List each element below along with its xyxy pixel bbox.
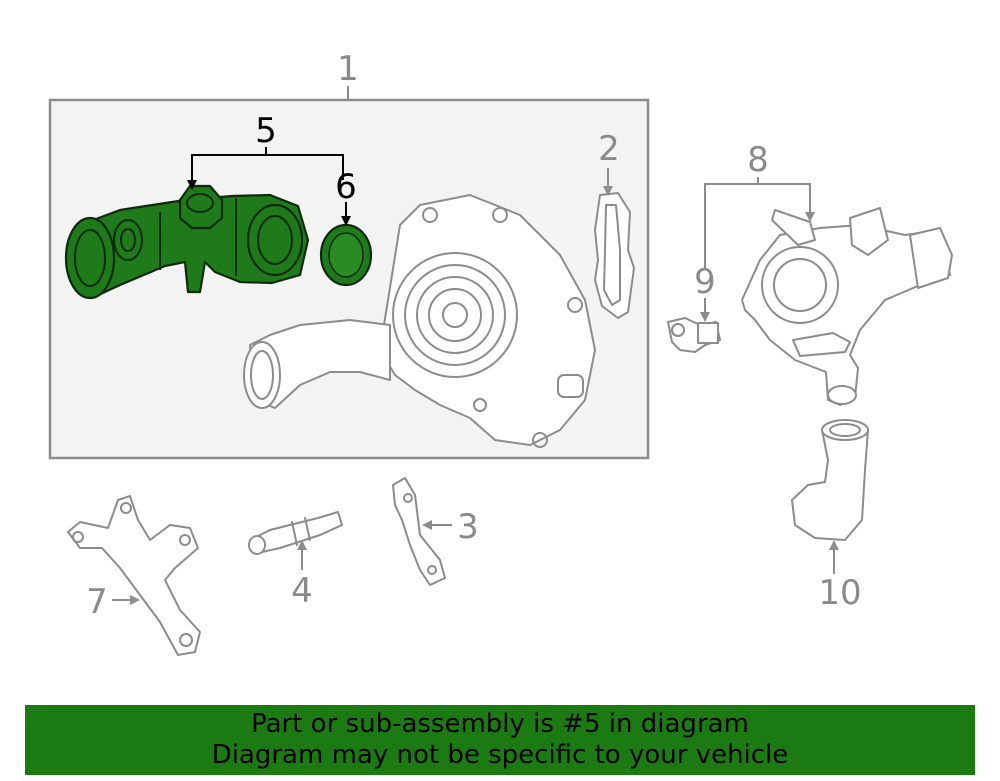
gasket[interactable] (594, 192, 635, 319)
callout-2: 2 (598, 129, 620, 169)
banner-line-1: Part or sub-assembly is #5 in diagram (251, 709, 749, 739)
thermostat-housing[interactable] (741, 207, 953, 406)
water-pump[interactable] (243, 194, 596, 448)
mounting-bracket[interactable] (67, 495, 201, 656)
callout-4: 4 (291, 571, 313, 611)
callout-5: 5 (255, 111, 277, 151)
callout-8: 8 (747, 140, 769, 180)
callout-1: 1 (337, 49, 359, 89)
banner-line-2: Diagram may not be specific to your vehi… (211, 740, 789, 770)
leader-lines (112, 147, 839, 605)
info-banner: Part or sub-assembly is #5 in diagram Di… (25, 705, 975, 775)
bracket[interactable] (392, 477, 446, 586)
stud-bolt[interactable] (248, 511, 343, 555)
callout-9: 9 (694, 262, 716, 302)
coolant-pipe-housing[interactable] (64, 184, 310, 300)
callout-6: 6 (335, 167, 357, 207)
temperature-sensor[interactable] (667, 317, 721, 353)
callout-3: 3 (457, 507, 479, 547)
coolant-hose-pipe[interactable] (791, 419, 869, 541)
callout-7: 7 (86, 582, 108, 622)
callout-10: 10 (818, 573, 861, 613)
seal-ring[interactable] (319, 223, 373, 287)
